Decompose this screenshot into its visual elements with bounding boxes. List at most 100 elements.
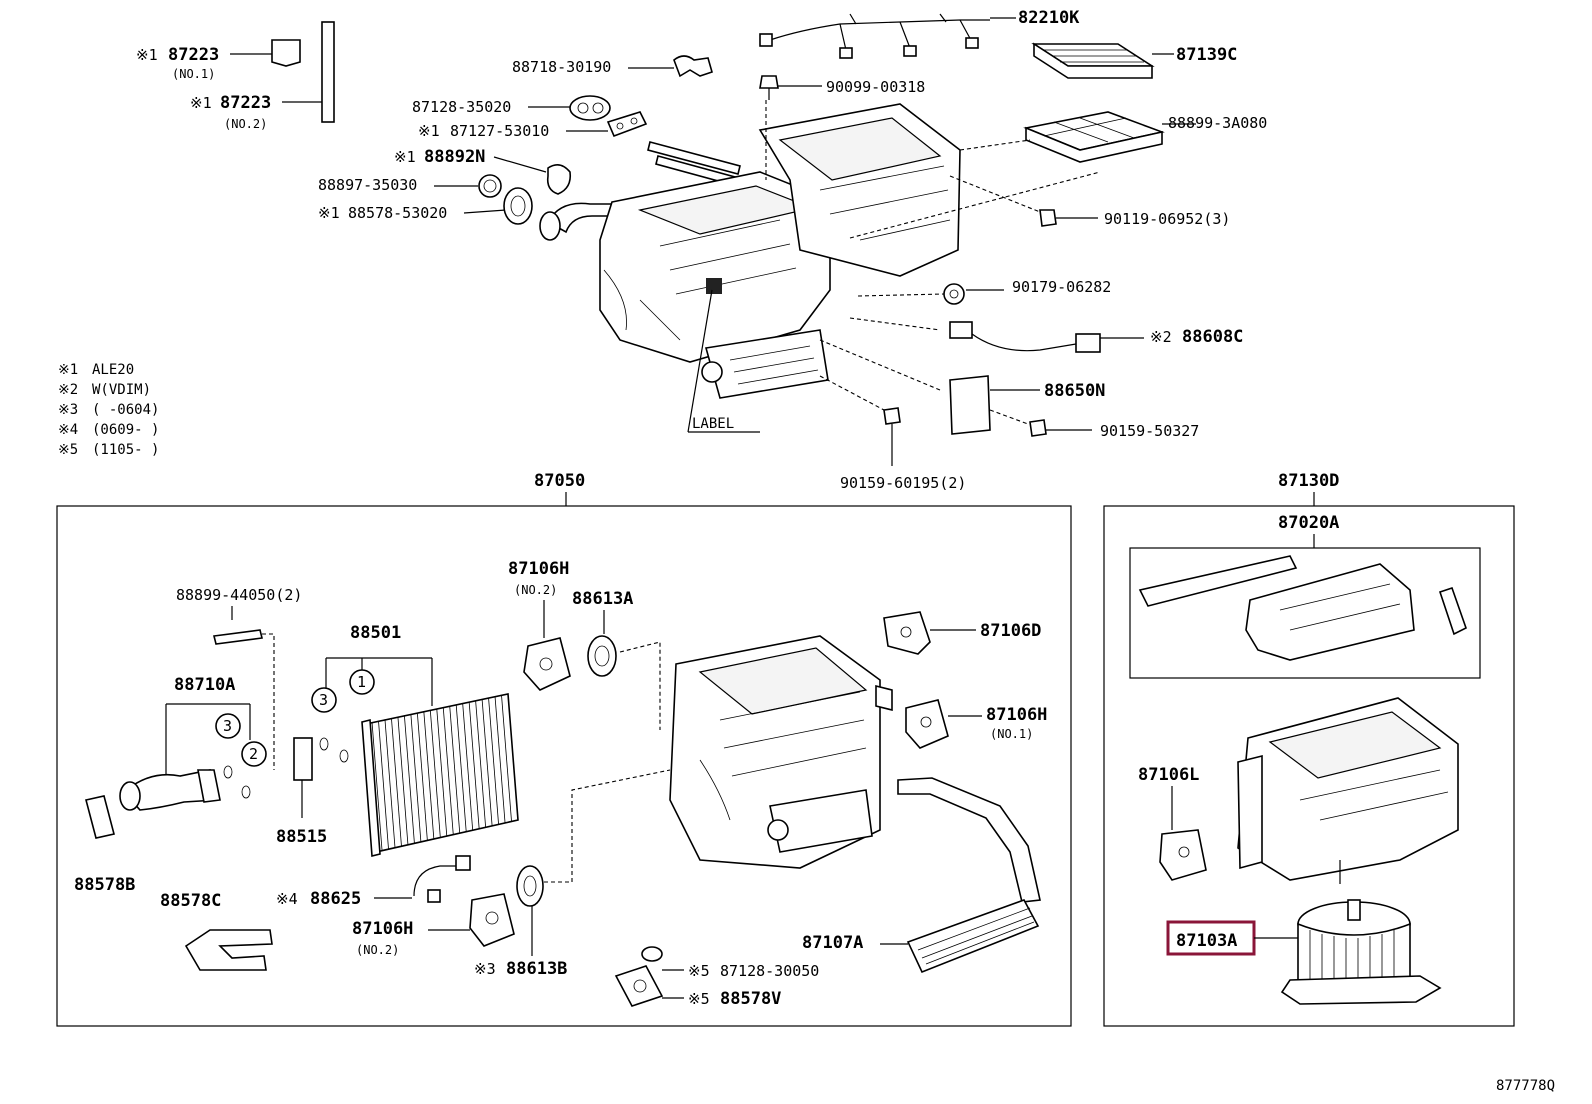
- evaporator-fin: [371, 721, 383, 851]
- part-88515-group[interactable]: 88515 3 1: [276, 669, 375, 847]
- part-87128-35020-group[interactable]: 87128-35020: [412, 95, 611, 121]
- part-87223-no1-group[interactable]: ※1 87223 (NO.1): [136, 39, 301, 81]
- note-mark: ※1: [58, 362, 78, 378]
- mark-label: ※1: [136, 46, 158, 64]
- note-mark: ※3: [58, 402, 78, 418]
- note-text: (1105- ): [92, 442, 159, 458]
- part-label-88578V[interactable]: 88578V: [720, 989, 781, 1009]
- part-88897-group[interactable]: 88897-35030: [318, 174, 502, 198]
- part-90159-60195-group[interactable]: 90159-60195(2): [819, 375, 966, 492]
- part-label-87127[interactable]: 87127-53010: [450, 122, 549, 140]
- part-90179-group[interactable]: 90179-06282: [857, 278, 1111, 305]
- part-label-87130D[interactable]: 87130D: [1278, 471, 1339, 491]
- part-88578-53020-group[interactable]: ※1 88578-53020: [318, 187, 533, 225]
- part-label-90159-50327[interactable]: 90159-50327: [1100, 422, 1199, 440]
- part-88899-44050-group[interactable]: 88899-44050(2): [176, 586, 302, 770]
- evaporator-fin: [410, 713, 422, 842]
- part-87107A-group[interactable]: 87107A: [802, 777, 1041, 974]
- part-label-88625[interactable]: 88625: [310, 889, 361, 909]
- part-90119-group[interactable]: 90119-06952(3): [1039, 209, 1230, 228]
- part-88578C-group[interactable]: 88578C: [160, 891, 273, 971]
- part-label-88515[interactable]: 88515: [276, 827, 327, 847]
- part-label-88578-53020[interactable]: 88578-53020: [348, 204, 447, 222]
- part-88710A-group[interactable]: 88710A 3 2: [119, 675, 267, 811]
- part-90099-group[interactable]: 90099-00318: [759, 75, 925, 180]
- part-label-82210K[interactable]: 82210K: [1018, 8, 1080, 28]
- part-label-87106H-top[interactable]: 87106H: [508, 559, 569, 579]
- part-label-87107A[interactable]: 87107A: [802, 933, 863, 953]
- label-sticker: [706, 278, 722, 294]
- part-label-87106D[interactable]: 87106D: [980, 621, 1041, 641]
- evaporator-fin: [455, 704, 467, 832]
- part-label-87050[interactable]: 87050: [534, 471, 585, 491]
- part-87106H-no2-top-group[interactable]: 87106H (NO.2): [508, 559, 571, 691]
- part-sublabel: (NO.2): [224, 117, 267, 131]
- mark-label: ※1: [394, 148, 416, 166]
- part-88718-group[interactable]: 88718-30190: [512, 55, 713, 78]
- part-label-90099[interactable]: 90099-00318: [826, 78, 925, 96]
- servo-motor-shape: [1159, 829, 1207, 881]
- part-label-88897[interactable]: 88897-35030: [318, 176, 417, 194]
- part-87103A-group[interactable]: 87103A: [1166, 899, 1442, 1005]
- part-label-88608C[interactable]: 88608C: [1182, 327, 1243, 347]
- part-label-88718[interactable]: 88718-30190: [512, 58, 611, 76]
- leader-line: [493, 156, 547, 173]
- mark-label: ※1: [318, 204, 340, 222]
- part-label-87103A[interactable]: 87103A: [1176, 931, 1237, 951]
- part-88578V-group[interactable]: ※5 88578V: [614, 965, 781, 1009]
- part-label-88501[interactable]: 88501: [350, 623, 401, 643]
- part-label-88892N[interactable]: 88892N: [424, 147, 485, 167]
- part-label-88613B[interactable]: 88613B: [506, 959, 567, 979]
- part-label-90179[interactable]: 90179-06282: [1012, 278, 1111, 296]
- part-label-87128-30050[interactable]: 87128-30050: [720, 962, 819, 980]
- part-88608C-group[interactable]: ※2 88608C: [849, 317, 1243, 353]
- part-label-90159-60195[interactable]: 90159-60195(2): [840, 474, 966, 492]
- part-87106D-group[interactable]: 87106D: [883, 611, 1041, 655]
- part-87106H-no2-bottom-group[interactable]: 87106H (NO.2): [352, 893, 515, 957]
- bracket-line: [325, 657, 433, 706]
- mark-label: ※2: [1150, 328, 1172, 346]
- leader-line: [463, 209, 507, 214]
- o-ring: [223, 765, 233, 779]
- blower-case-top: [1268, 711, 1442, 779]
- servo-hub: [1178, 846, 1190, 858]
- part-label-88899-44050[interactable]: 88899-44050(2): [176, 586, 302, 604]
- part-label-88899-3A080[interactable]: 88899-3A080: [1168, 114, 1267, 132]
- part-88578B-group[interactable]: 88578B: [74, 795, 135, 895]
- part-label-88710A[interactable]: 88710A: [174, 675, 235, 695]
- part-label-90119[interactable]: 90119-06952(3): [1104, 210, 1230, 228]
- part-88613A-group[interactable]: 88613A: [572, 589, 661, 730]
- part-label-87106H-bottom[interactable]: 87106H: [352, 919, 413, 939]
- part-88613B-group[interactable]: ※3 88613B: [474, 769, 671, 979]
- part-label-87020A[interactable]: 87020A: [1278, 513, 1339, 533]
- part-87139C-group[interactable]: 87139C: [1031, 42, 1237, 79]
- part-88501-group[interactable]: 88501: [325, 623, 519, 858]
- case-top: [698, 647, 868, 715]
- part-label-87106H-right[interactable]: 87106H: [986, 705, 1047, 725]
- part-label-87223-no1[interactable]: 87223: [168, 45, 219, 65]
- part-87223-no2-group[interactable]: ※1 87223 (NO.2): [190, 21, 335, 131]
- part-label-87139C[interactable]: 87139C: [1176, 45, 1237, 65]
- part-82210K-group[interactable]: 82210K: [759, 8, 1080, 59]
- part-88625-group[interactable]: ※4 88625: [276, 855, 471, 909]
- part-87106H-no1-group[interactable]: 87106H (NO.1): [905, 699, 1047, 749]
- part-88899-3A080-group[interactable]: 88899-3A080: [1023, 111, 1267, 163]
- part-label-88650N[interactable]: 88650N: [1044, 381, 1105, 401]
- part-87106L-group[interactable]: 87106L: [1138, 765, 1207, 881]
- part-87127-group[interactable]: ※1 87127-53010: [418, 111, 648, 140]
- note-text: (0609- ): [92, 422, 159, 438]
- part-90159-50327-group[interactable]: 90159-50327: [989, 409, 1199, 440]
- part-label-87128-35020[interactable]: 87128-35020: [412, 98, 511, 116]
- servo-hub: [485, 911, 499, 925]
- part-label-88578B[interactable]: 88578B: [74, 875, 135, 895]
- part-label-88613A[interactable]: 88613A: [572, 589, 633, 609]
- part-88650N-group[interactable]: 88650N: [819, 339, 1105, 435]
- part-label-87106L[interactable]: 87106L: [1138, 765, 1199, 785]
- part-87128-30050-group[interactable]: ※5 87128-30050: [641, 946, 819, 980]
- part-87020A-group[interactable]: 87020A: [1129, 513, 1481, 679]
- part-label-88578C[interactable]: 88578C: [160, 891, 221, 911]
- assembly-87050-box[interactable]: 87050: [56, 471, 1072, 1027]
- part-label-87223-no2[interactable]: 87223: [220, 93, 271, 113]
- part-88892N-group[interactable]: ※1 88892N: [394, 147, 572, 195]
- assembly-87130D-box[interactable]: 87130D: [1103, 471, 1515, 1027]
